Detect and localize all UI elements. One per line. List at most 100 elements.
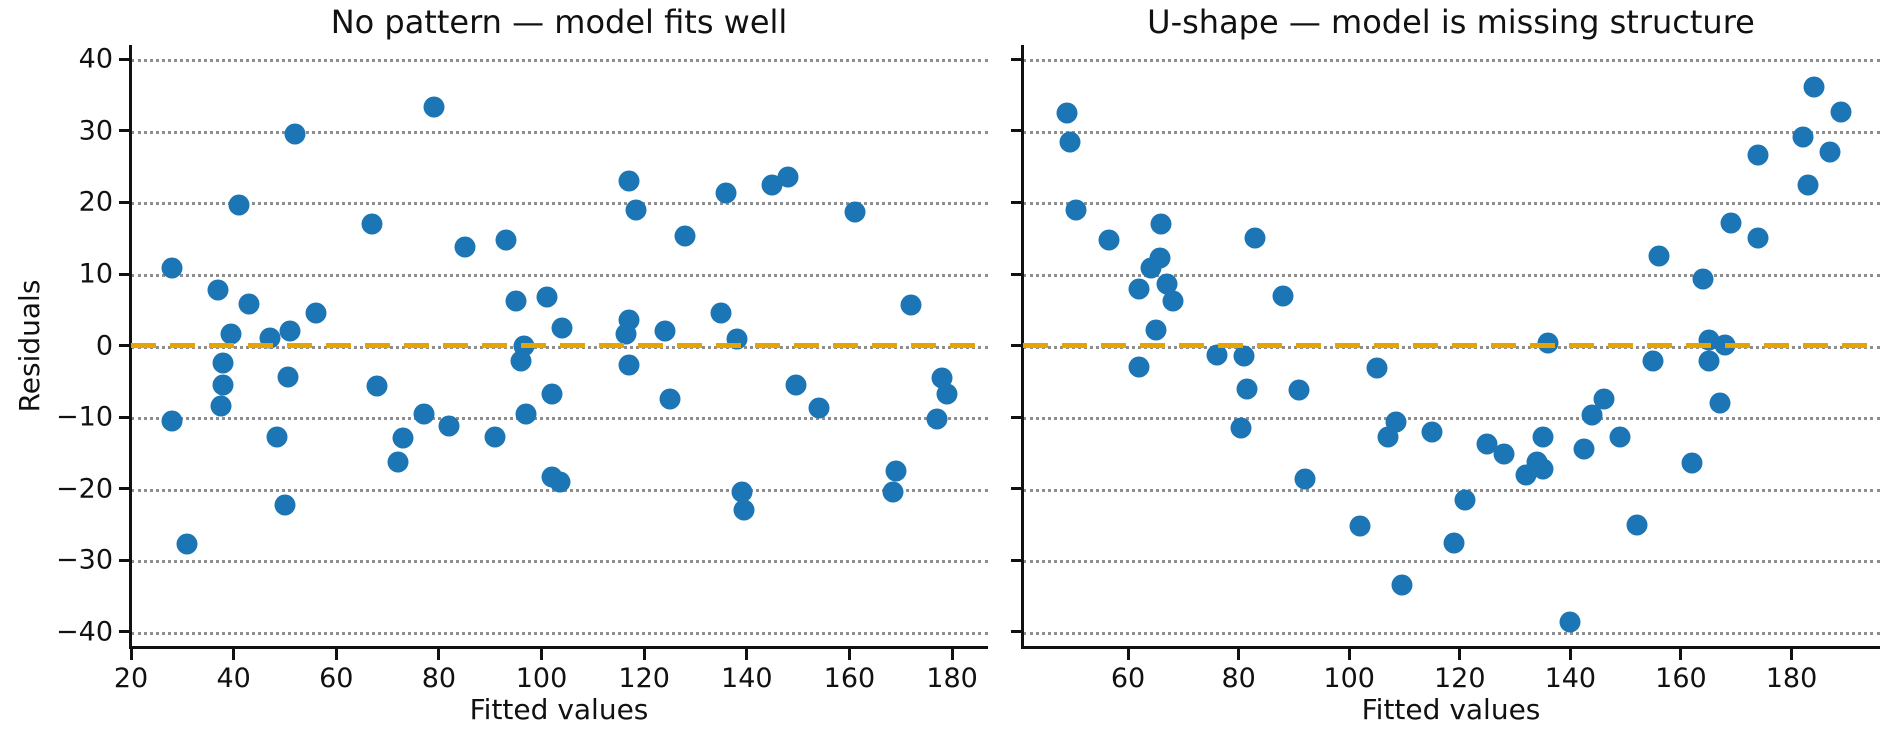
scatter-point: [238, 293, 260, 315]
scatter-point: [1244, 227, 1266, 249]
scatter-point: [413, 403, 434, 425]
gridline-y30: [1023, 130, 1880, 134]
scatter-point: [618, 354, 640, 376]
y-tick-mark: [1011, 487, 1022, 491]
gridline-y-10: [131, 417, 988, 421]
scatter-point: [1573, 438, 1595, 460]
zero-reference-line: [131, 343, 988, 349]
scatter-point: [777, 166, 799, 188]
x-tick-label: 80: [1221, 663, 1256, 694]
x-tick-label: 60: [319, 663, 354, 694]
scatter-point: [1150, 213, 1172, 235]
y-tick-mark: [1011, 630, 1022, 634]
scatter-point: [1720, 212, 1742, 234]
x-axis-spine: [129, 646, 988, 649]
scatter-point: [1128, 356, 1150, 378]
scatter-point: [654, 320, 676, 342]
scatter-point: [1236, 378, 1258, 400]
scatter-point: [284, 123, 306, 145]
x-tick-mark: [642, 649, 646, 660]
scatter-point: [1830, 101, 1852, 123]
scatter-point: [1515, 464, 1537, 486]
scatter-point: [715, 182, 737, 204]
scatter-point: [505, 290, 527, 312]
x-tick-label: 140: [1544, 663, 1597, 694]
y-tick-mark: [119, 415, 130, 419]
y-tick-label: −10: [56, 401, 113, 433]
y-tick-mark: [1011, 129, 1022, 133]
scatter-point: [615, 323, 637, 345]
scatter-point: [259, 327, 281, 349]
scatter-point: [1581, 404, 1603, 426]
scatter-point: [536, 286, 558, 308]
scatter-point: [1421, 421, 1443, 443]
scatter-point: [882, 481, 904, 503]
scatter-point: [1681, 452, 1703, 474]
scatter-point: [361, 213, 383, 235]
scatter-point: [1797, 174, 1819, 196]
scatter-point: [1288, 379, 1310, 401]
scatter-point: [228, 194, 250, 216]
x-tick-mark: [1790, 649, 1794, 660]
gridline-y-40: [1023, 631, 1880, 635]
y-tick-mark: [119, 200, 130, 204]
scatter-point: [1803, 76, 1825, 98]
scatter-point: [366, 375, 388, 397]
x-tick-mark: [437, 649, 441, 660]
y-tick-mark: [1011, 57, 1022, 61]
scatter-point: [212, 374, 234, 396]
scatter-point: [931, 367, 953, 389]
scatter-point: [1792, 126, 1814, 148]
scatter-point: [733, 499, 755, 521]
x-tick-mark: [540, 649, 544, 660]
scatter-point: [1056, 102, 1078, 124]
scatter-point: [1366, 357, 1388, 379]
scatter-point: [1065, 199, 1087, 221]
y-tick-mark: [1011, 344, 1022, 348]
y-tick-mark: [1011, 272, 1022, 276]
right-plot-title: U-shape — model is missing structure: [1147, 3, 1755, 41]
scatter-point: [266, 426, 288, 448]
scatter-point: [1454, 489, 1476, 511]
y-tick-label: −20: [56, 473, 113, 505]
x-tick-mark: [847, 649, 851, 660]
scatter-point: [274, 494, 296, 516]
y-tick-mark: [119, 129, 130, 133]
scatter-point: [176, 533, 198, 555]
scatter-point: [1609, 426, 1631, 448]
scatter-point: [210, 395, 232, 417]
scatter-point: [710, 302, 732, 324]
x-tick-mark: [1347, 649, 1351, 660]
x-tick-mark: [1237, 649, 1241, 660]
scatter-point: [549, 471, 570, 493]
scatter-point: [1294, 468, 1316, 490]
scatter-point: [438, 415, 460, 437]
y-tick-label: 40: [78, 43, 113, 75]
scatter-point: [731, 481, 753, 503]
scatter-point: [387, 451, 409, 473]
scatter-point: [1128, 278, 1150, 300]
scatter-point: [510, 350, 532, 372]
y-tick-label: 30: [78, 115, 113, 147]
scatter-point: [926, 408, 948, 430]
scatter-point: [305, 302, 327, 324]
x-tick-label: 100: [1323, 663, 1375, 694]
gridline-y10: [131, 274, 988, 278]
scatter-point: [541, 383, 563, 405]
scatter-point: [484, 426, 506, 448]
scatter-point: [212, 352, 234, 374]
scatter-point: [551, 317, 573, 339]
scatter-point: [279, 320, 301, 342]
scatter-point: [1230, 417, 1252, 439]
y-tick-label: 0: [95, 330, 113, 362]
scatter-point: [277, 366, 299, 388]
scatter-point: [1747, 144, 1769, 166]
scatter-point: [1156, 273, 1178, 295]
gridline-y-10: [1023, 417, 1880, 421]
scatter-point: [161, 410, 183, 432]
scatter-point: [423, 96, 445, 118]
x-tick-label: 180: [926, 663, 978, 694]
scatter-point: [1385, 411, 1407, 433]
